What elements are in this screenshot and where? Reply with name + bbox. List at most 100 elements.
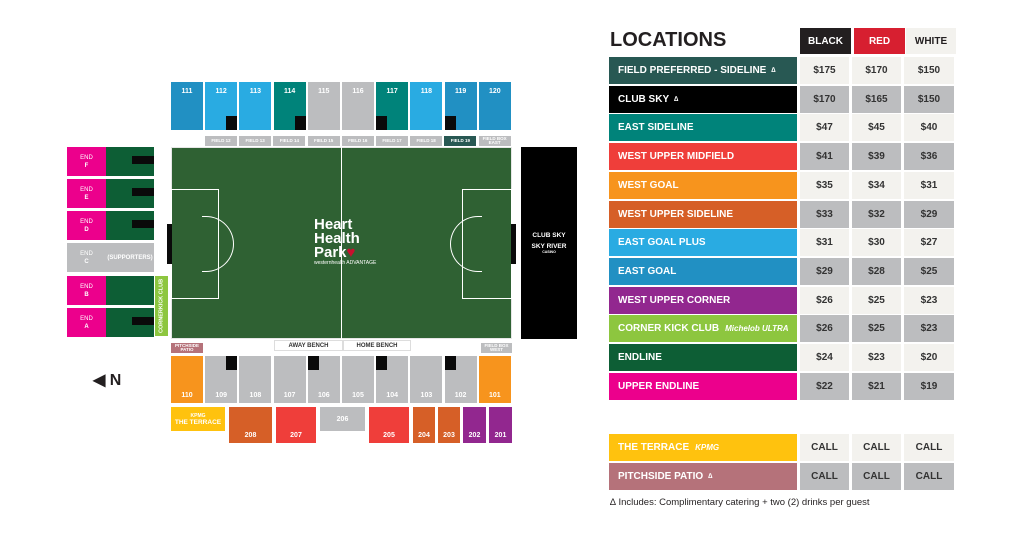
section-208[interactable]: 208 (229, 407, 272, 443)
price-red: $39 (852, 143, 901, 171)
location-label: EAST GOAL PLUS (609, 229, 797, 257)
table-row[interactable]: EAST GOAL PLUS$31$30$27 (609, 229, 954, 257)
section-110[interactable]: 110 (171, 356, 203, 403)
end-seating (106, 147, 154, 176)
field-box-label[interactable]: FIELD 18 (410, 136, 443, 146)
section-207[interactable]: 207 (276, 407, 316, 443)
price-black: $26 (800, 315, 849, 343)
end-seating (106, 179, 154, 208)
sponsor-logo: Michelob ULTRA (725, 324, 789, 334)
column-header-red: RED (854, 28, 905, 54)
price-black: $35 (800, 171, 849, 199)
section-105[interactable]: 105 (342, 356, 374, 403)
delta-icon: ∆ (771, 67, 776, 74)
end-label-letter: E (84, 194, 89, 201)
table-row[interactable]: WEST UPPER MIDFIELD$41$39$36 (609, 143, 954, 171)
cornerkick-club-section[interactable]: CORNERKICK CLUB (155, 276, 168, 336)
location-label: ENDLINE (609, 344, 797, 371)
section-113[interactable]: 113 (239, 82, 272, 130)
end-label-letter: F (84, 162, 89, 169)
price-red: $25 (852, 286, 901, 314)
table-row[interactable]: ENDLINE$24$23$20 (609, 344, 954, 371)
location-label: WEST UPPER MIDFIELD (609, 143, 797, 171)
location-name: THE TERRACE (618, 442, 690, 453)
table-row[interactable]: CLUB SKY∆$170$165$150 (609, 85, 954, 113)
end-label-letter: D (84, 226, 89, 233)
price-white: $23 (904, 286, 954, 314)
section-203[interactable]: 203 (438, 407, 460, 443)
price-red: $32 (852, 200, 901, 228)
section-103[interactable]: 103 (410, 356, 443, 403)
price-white: CALL (904, 463, 954, 490)
terrace-label: THE TERRACE (174, 418, 222, 426)
stadium-logo: Heart Health Park♥westernhealth ADVANTAG… (314, 216, 377, 266)
section-201[interactable]: 201 (489, 407, 512, 443)
section-206[interactable]: 206 (320, 407, 365, 431)
price-white: $20 (904, 344, 954, 371)
location-label: WEST UPPER CORNER (609, 286, 797, 314)
field-box-label[interactable]: FIELD 17 (376, 136, 408, 146)
table-row[interactable]: WEST GOAL$35$34$31 (609, 171, 954, 199)
section-108[interactable]: 108 (239, 356, 272, 403)
price-white: $25 (904, 257, 954, 285)
field-box-label[interactable]: FIELD BOX EAST (478, 136, 511, 146)
location-label: WEST UPPER SIDELINE (609, 200, 797, 228)
end-seating (106, 211, 154, 240)
terrace-section[interactable]: KPMG THE TERRACE (171, 407, 225, 431)
field-box-label[interactable]: FIELD 12 (205, 136, 237, 146)
section-115[interactable]: 115 (307, 82, 340, 130)
section-205[interactable]: 205 (369, 407, 409, 443)
price-black: CALL (800, 434, 849, 461)
section-120[interactable]: 120 (478, 82, 511, 130)
location-name: WEST UPPER MIDFIELD (618, 151, 735, 163)
north-indicator: ◀ N (93, 370, 121, 390)
north-label: N (109, 372, 122, 389)
field-box-label[interactable]: FIELD 19 (444, 136, 477, 146)
table-row[interactable]: EAST GOAL$29$28$25 (609, 257, 954, 285)
box-seat-marker (132, 317, 154, 325)
field-box-label[interactable]: FIELD 13 (239, 136, 272, 146)
section-118[interactable]: 118 (410, 82, 443, 130)
club-sky-section[interactable]: CLUB SKY SKY RIVER CASINO (521, 147, 577, 339)
section-107[interactable]: 107 (273, 356, 306, 403)
section-202[interactable]: 202 (463, 407, 486, 443)
price-white: $150 (904, 57, 954, 84)
price-red: $34 (852, 171, 901, 199)
section-111[interactable]: 111 (171, 82, 203, 130)
table-row[interactable]: WEST UPPER CORNER$26$25$23 (609, 286, 954, 314)
end-seating (106, 308, 154, 337)
table-row[interactable]: FIELD PREFERRED - SIDELINE∆$175$170$150 (609, 57, 954, 84)
table-row[interactable]: UPPER ENDLINE$22$21$19 (609, 372, 954, 400)
table-row[interactable]: EAST SIDELINE$47$45$40 (609, 114, 954, 142)
field-box-west-label: FIELD BOX WEST (481, 343, 512, 353)
table-row[interactable]: WEST UPPER SIDELINE$33$32$29 (609, 200, 954, 228)
end-label-text: END (80, 315, 93, 322)
field-box-label[interactable]: FIELD 15 (307, 136, 340, 146)
price-black: $175 (800, 57, 849, 84)
field-box-label[interactable]: FIELD 16 (341, 136, 374, 146)
price-black: $26 (800, 286, 849, 314)
price-white: $19 (904, 372, 954, 400)
club-sky-label: CLUB SKY (532, 232, 566, 239)
halfway-line (341, 147, 342, 339)
end-label-text: END (80, 186, 93, 193)
field-box-label[interactable]: FIELD 14 (273, 136, 306, 146)
price-red: $45 (852, 114, 901, 142)
pitchside-patio-label: PITCHSIDE PATIO (171, 343, 203, 353)
section-204[interactable]: 204 (413, 407, 435, 443)
section-116[interactable]: 116 (342, 82, 374, 130)
section-101[interactable]: 101 (478, 356, 511, 403)
kpmg-logo: KPMG (190, 412, 206, 419)
price-red: $25 (852, 315, 901, 343)
